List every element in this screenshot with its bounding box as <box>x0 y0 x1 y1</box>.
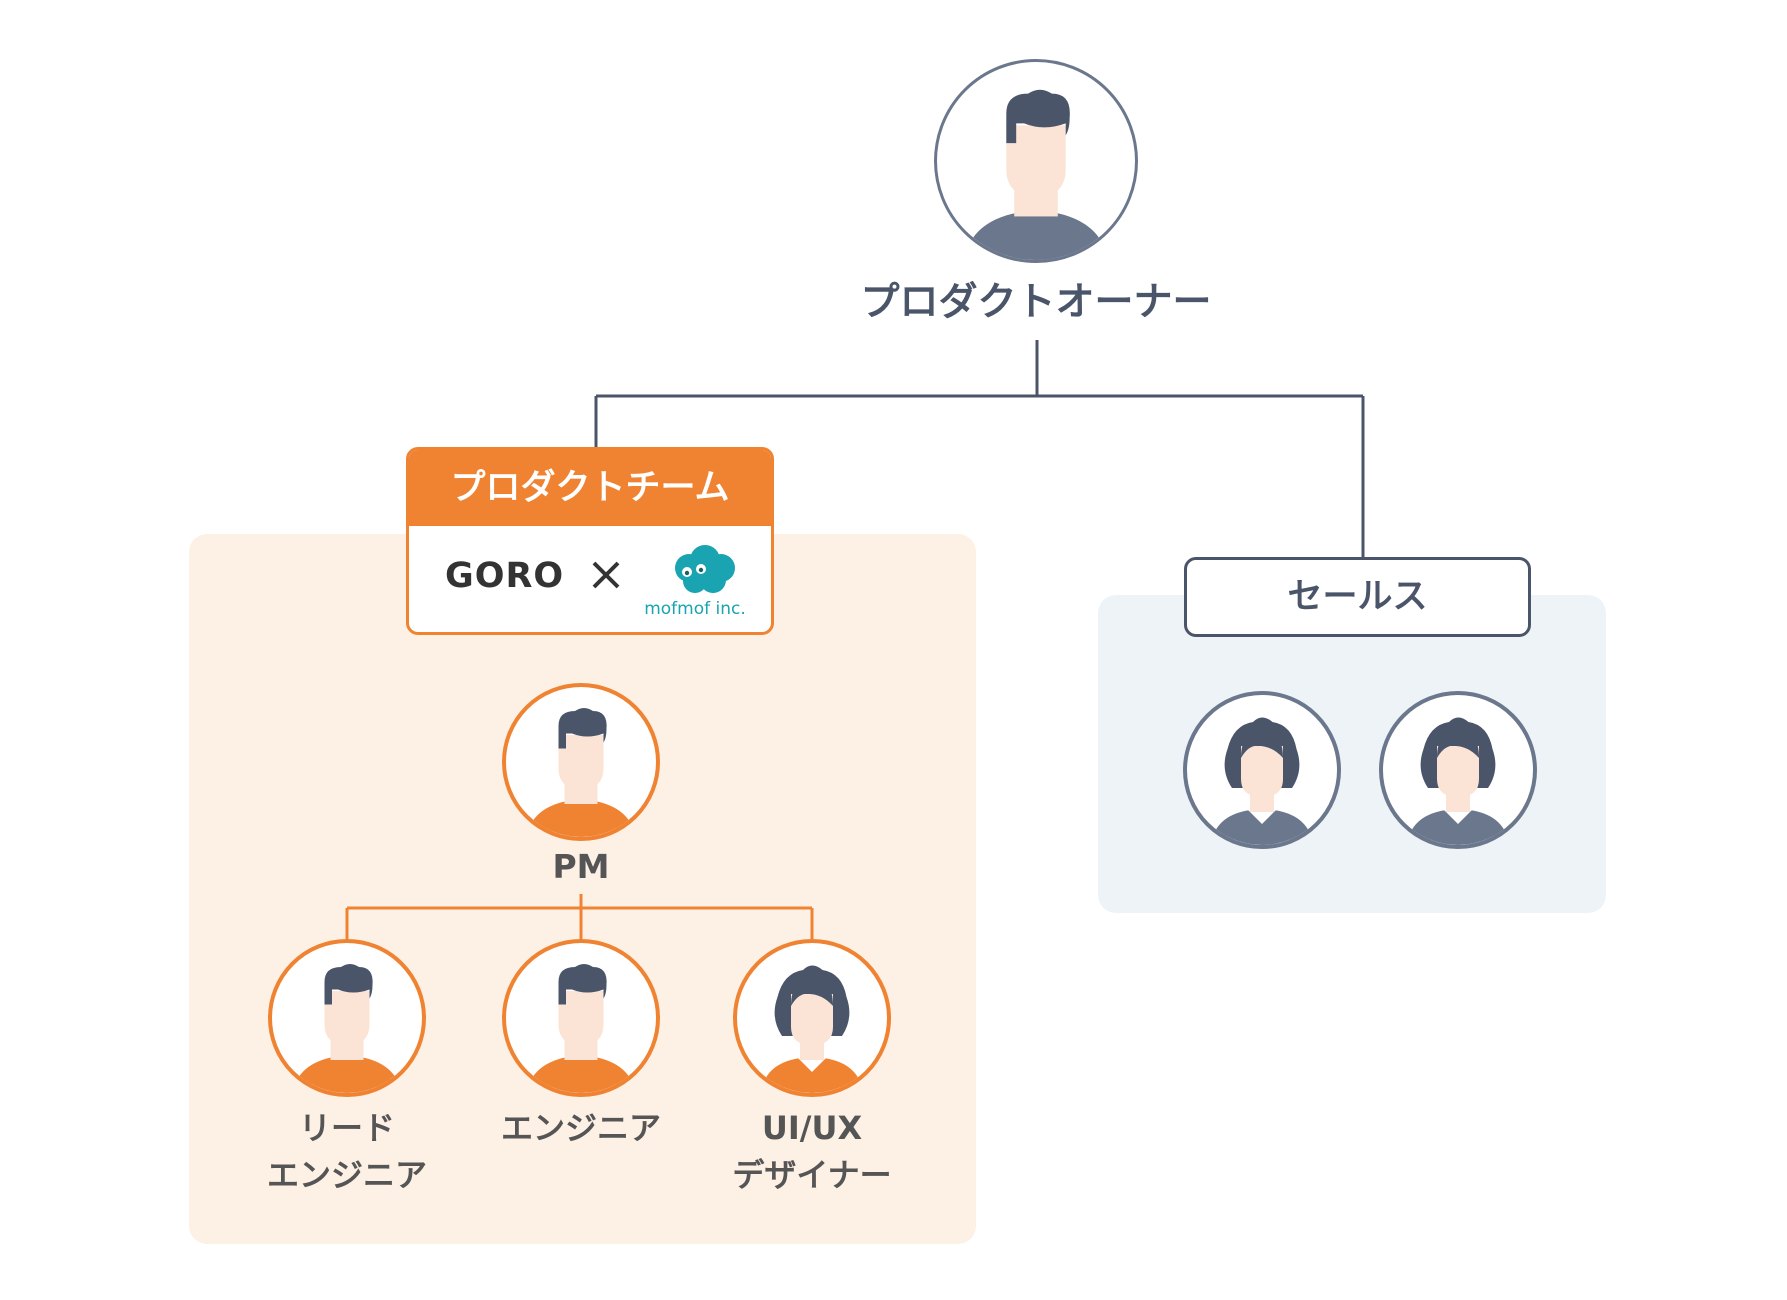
mofmof-sheep-logo <box>675 545 735 593</box>
designer-label-line2: デザイナー <box>732 1156 892 1194</box>
designer-avatar <box>733 939 891 1097</box>
designer-label-line1: UI/UX <box>761 1109 863 1147</box>
owner-label: プロダクトオーナー <box>860 280 1212 325</box>
lead-engineer-avatar <box>268 939 426 1097</box>
pm-label: PM <box>552 847 610 886</box>
lead-engineer-label-line1: リード <box>298 1109 395 1147</box>
owner-avatar <box>934 59 1138 263</box>
lead-engineer-label: リード エンジニア <box>237 1105 457 1199</box>
designer-label: UI/UX デザイナー <box>702 1105 922 1199</box>
male-person-icon <box>272 943 422 1093</box>
product-team-title: プロダクトチーム <box>409 450 771 526</box>
product-team-panel <box>189 534 976 1244</box>
lead-engineer-label-line2: エンジニア <box>266 1156 427 1194</box>
sales-card: セールス <box>1184 557 1531 637</box>
product-team-card: プロダクトチーム GORO mofmof inc. <box>406 447 774 635</box>
mofmof-logo-text: mofmof inc. <box>644 599 746 619</box>
sales-member-avatar <box>1379 691 1537 849</box>
times-icon <box>592 561 620 589</box>
pm-avatar <box>502 683 660 841</box>
engineer-label: エンジニア <box>500 1109 661 1147</box>
sales-member-avatar <box>1183 691 1341 849</box>
male-person-icon <box>937 62 1135 260</box>
male-person-icon <box>506 687 656 837</box>
male-person-icon <box>506 943 656 1093</box>
engineer-avatar <box>502 939 660 1097</box>
goro-logo-text: GORO <box>445 556 565 596</box>
female-person-icon <box>1383 695 1533 845</box>
female-person-icon <box>1187 695 1337 845</box>
female-person-icon <box>737 943 887 1093</box>
